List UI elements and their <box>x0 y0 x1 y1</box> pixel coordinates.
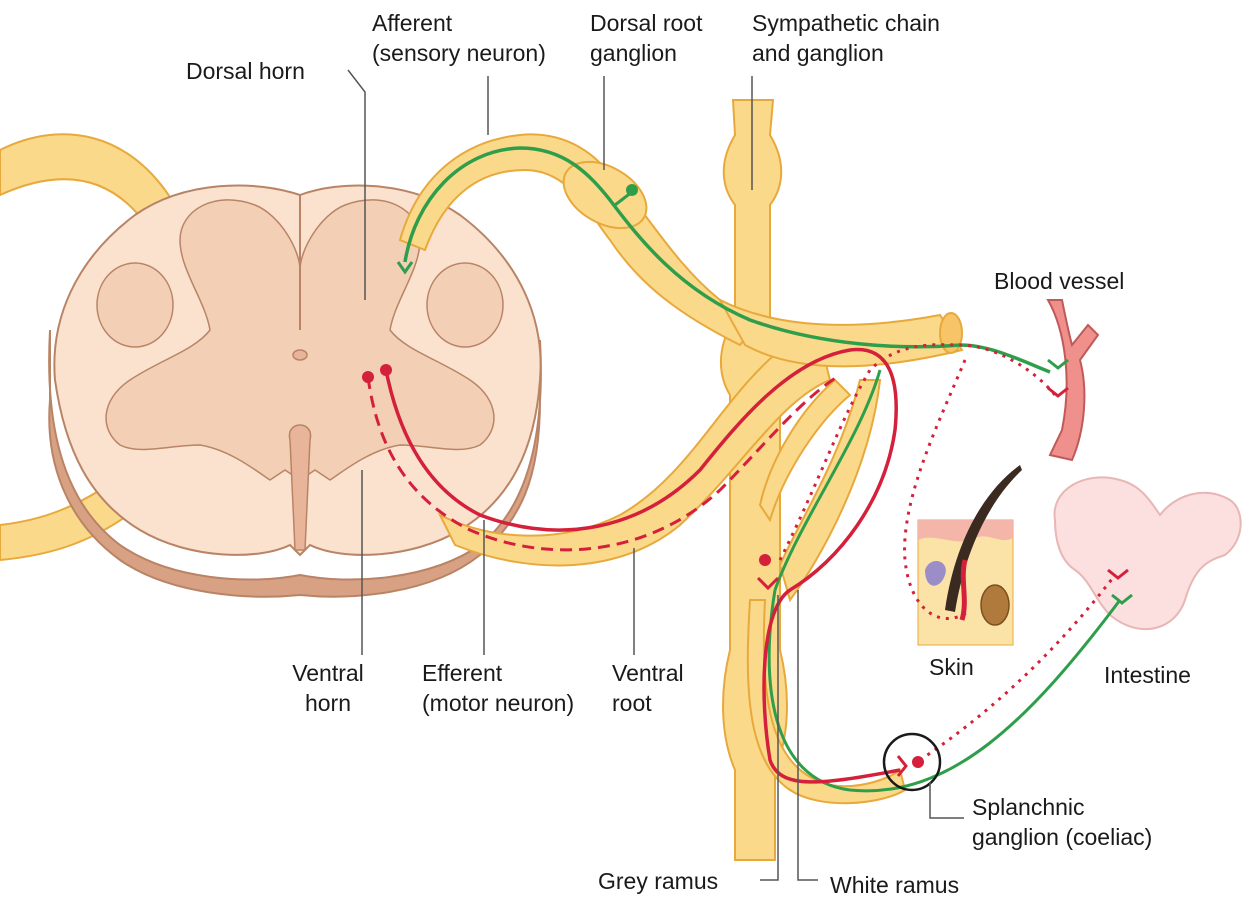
sympathetic-line-1: Sympathetic chain <box>752 8 940 38</box>
afferent-line-2: (sensory neuron) <box>372 38 546 68</box>
efferent-line-1: Efferent <box>422 658 574 688</box>
label-intestine: Intestine <box>1104 660 1191 690</box>
white-ramus-text: White ramus <box>830 872 959 898</box>
label-grey-ramus: Grey ramus <box>598 866 718 896</box>
afferent-line-1: Afferent <box>372 8 546 38</box>
skin-vessel <box>962 560 965 620</box>
ventral-horn-line-2: horn <box>272 688 384 718</box>
leader-splanchnic <box>930 782 964 818</box>
label-dorsal-horn: Dorsal horn <box>186 56 305 86</box>
drg-line-1: Dorsal root <box>590 8 702 38</box>
chain-ganglion-neuron <box>759 554 771 566</box>
right-lateral-column <box>427 263 503 347</box>
drg-line-2: ganglion <box>590 38 702 68</box>
splanchnic-line-1: Splanchnic <box>972 792 1152 822</box>
vessel-synapse-green <box>1048 360 1068 368</box>
label-splanchnic-ganglion: Splanchnic ganglion (coeliac) <box>972 792 1152 852</box>
hair-follicle <box>981 585 1009 625</box>
skin-text: Skin <box>929 654 974 680</box>
splanchnic-neuron <box>912 756 924 768</box>
ventral-root-line-1: Ventral <box>612 658 684 688</box>
central-canal <box>293 350 307 360</box>
label-sympathetic-chain: Sympathetic chain and ganglion <box>752 8 940 68</box>
label-ventral-horn: Ventral horn <box>272 658 384 718</box>
ventral-horn-line-1: Ventral <box>272 658 384 688</box>
efferent-line-2: (motor neuron) <box>422 688 574 718</box>
left-lateral-column <box>97 263 173 347</box>
splanchnic-line-2: ganglion (coeliac) <box>972 822 1152 852</box>
label-skin: Skin <box>929 652 974 682</box>
label-dorsal-root-ganglion: Dorsal root ganglion <box>590 8 702 68</box>
ventral-root-line-2: root <box>612 688 684 718</box>
sympathetic-line-2: and ganglion <box>752 38 940 68</box>
splanchnic-synapse <box>898 756 906 776</box>
dorsal-root-ganglion-cell-body <box>626 184 638 196</box>
leader-white-ramus <box>798 590 818 880</box>
label-white-ramus: White ramus <box>830 870 959 900</box>
vessel-synapse-red <box>1048 388 1068 396</box>
grey-ramus-text: Grey ramus <box>598 868 718 894</box>
label-afferent: Afferent (sensory neuron) <box>372 8 546 68</box>
intestine-text: Intestine <box>1104 662 1191 688</box>
blood-vessel-text: Blood vessel <box>994 268 1124 294</box>
label-blood-vessel: Blood vessel <box>994 266 1124 296</box>
label-efferent: Efferent (motor neuron) <box>422 658 574 718</box>
dorsal-horn-text: Dorsal horn <box>186 58 305 84</box>
label-ventral-root: Ventral root <box>612 658 684 718</box>
intestine <box>1055 477 1241 629</box>
blood-vessel <box>1048 300 1098 460</box>
